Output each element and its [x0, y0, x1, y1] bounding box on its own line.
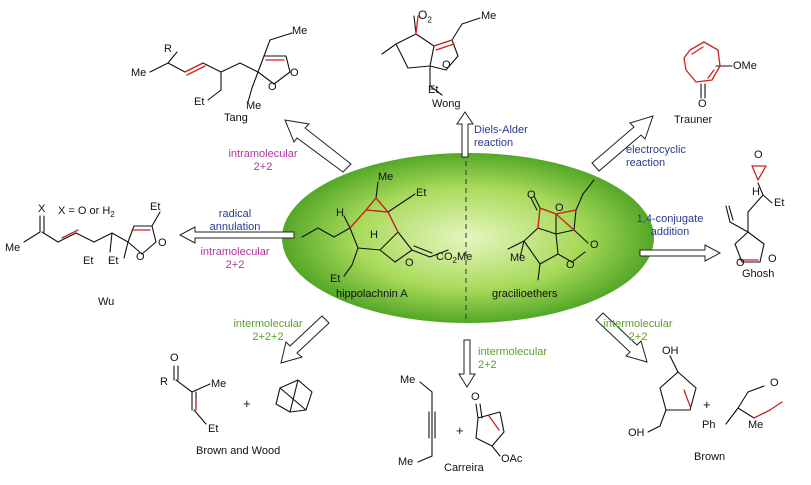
- wu-structure: [23, 211, 161, 259]
- hippolachnin-label: hippolachnin A: [336, 288, 408, 300]
- atom-o: O: [770, 377, 779, 389]
- atom-o: O: [158, 237, 167, 249]
- atom-me: Me: [378, 171, 394, 183]
- atom-o: O: [136, 251, 145, 263]
- atom-et: Et: [428, 84, 439, 96]
- atom-o: O: [754, 149, 763, 161]
- atom-r: R: [160, 376, 168, 388]
- atom-me: Me: [748, 419, 764, 431]
- atom-me: Me: [400, 374, 416, 386]
- carreira-structure: [417, 381, 505, 463]
- plus-sign: +: [243, 396, 251, 411]
- atom-et: Et: [194, 96, 205, 108]
- atom-et: Et: [150, 201, 161, 213]
- ghosh-structure: [725, 182, 773, 263]
- atom-o: O: [736, 257, 745, 269]
- carreira-name: Carreira: [444, 462, 484, 474]
- atom-r: R: [164, 43, 172, 55]
- atom-me: Me: [246, 100, 262, 112]
- atom-o: O: [170, 352, 179, 364]
- plus-sign: +: [703, 397, 711, 412]
- wu-name: Wu: [98, 296, 115, 308]
- atom-o2: O2: [418, 8, 432, 25]
- atom-o: O: [405, 257, 414, 269]
- brown-wood-name: Brown and Wood: [196, 445, 281, 457]
- atom-h: H: [370, 229, 378, 241]
- tang-name: Tang: [224, 112, 248, 124]
- atom-et: Et: [83, 255, 94, 267]
- atom-ph: Ph: [702, 419, 716, 431]
- atom-o: O: [590, 239, 599, 251]
- arrow-to-brown: [595, 312, 648, 363]
- ghosh-name: Ghosh: [742, 268, 775, 280]
- center-ellipse: [282, 153, 654, 323]
- route-arrows: [178, 111, 722, 388]
- gracilioethers-label: gracilioethers: [492, 288, 558, 300]
- atom-me: Me: [510, 252, 526, 264]
- brown-name: Brown: [694, 451, 726, 463]
- arrow-to-ghosh: [639, 244, 722, 262]
- atom-et: Et: [330, 273, 341, 285]
- atom-o: O: [268, 81, 277, 93]
- atom-o: O: [698, 98, 707, 110]
- arrow-to-trauner: [591, 115, 654, 172]
- atom-et: Me: [211, 378, 227, 390]
- tropolone-ring: [683, 41, 721, 83]
- atom-o: O: [527, 189, 536, 201]
- arrow-to-carreira: [458, 339, 476, 388]
- atom-o: O: [471, 391, 480, 403]
- atom-o: O: [290, 67, 299, 79]
- atom-et: Et: [208, 423, 219, 435]
- atom-x: X: [38, 203, 46, 215]
- atom-et: Et: [108, 255, 119, 267]
- arrow-to-wong: [456, 111, 474, 158]
- atom-o: O: [566, 259, 575, 271]
- arrow-to-tang: [284, 119, 352, 173]
- atom-h: H: [752, 186, 760, 198]
- plus-sign: +: [456, 423, 464, 438]
- atom-et: Et: [416, 187, 427, 199]
- atom-me: Me: [481, 10, 497, 22]
- wong-name: Wong: [432, 98, 461, 110]
- wong-structure: [381, 15, 481, 96]
- atom-et: Et: [774, 197, 785, 209]
- wu-x-definition: X = O or H2: [58, 205, 115, 220]
- atom-co2me: CO2Me: [436, 251, 473, 266]
- atom-o: O: [768, 253, 777, 265]
- brown-structure: [647, 355, 765, 433]
- atom-oh: OH: [628, 427, 645, 439]
- atom-h: H: [336, 207, 344, 219]
- atom-me: Me: [131, 67, 147, 79]
- atom-oh: OH: [662, 345, 679, 357]
- atom-o: O: [555, 202, 564, 214]
- epoxide-ring: [751, 165, 767, 181]
- brown-wood-structure: [173, 365, 313, 425]
- atom-me: Me: [398, 456, 414, 468]
- arrow-to-wu: [178, 226, 295, 244]
- atom-me: Me: [292, 25, 308, 37]
- atom-me: Me: [5, 242, 21, 254]
- trauner-name: Trauner: [674, 114, 713, 126]
- atom-ome: OMe: [733, 60, 757, 72]
- atom-oac: OAc: [501, 453, 523, 465]
- atom-o: O: [442, 59, 451, 71]
- highlighted-bonds: [61, 15, 783, 431]
- arrow-to-brown-wood: [280, 315, 330, 364]
- trauner-structure: [700, 65, 733, 99]
